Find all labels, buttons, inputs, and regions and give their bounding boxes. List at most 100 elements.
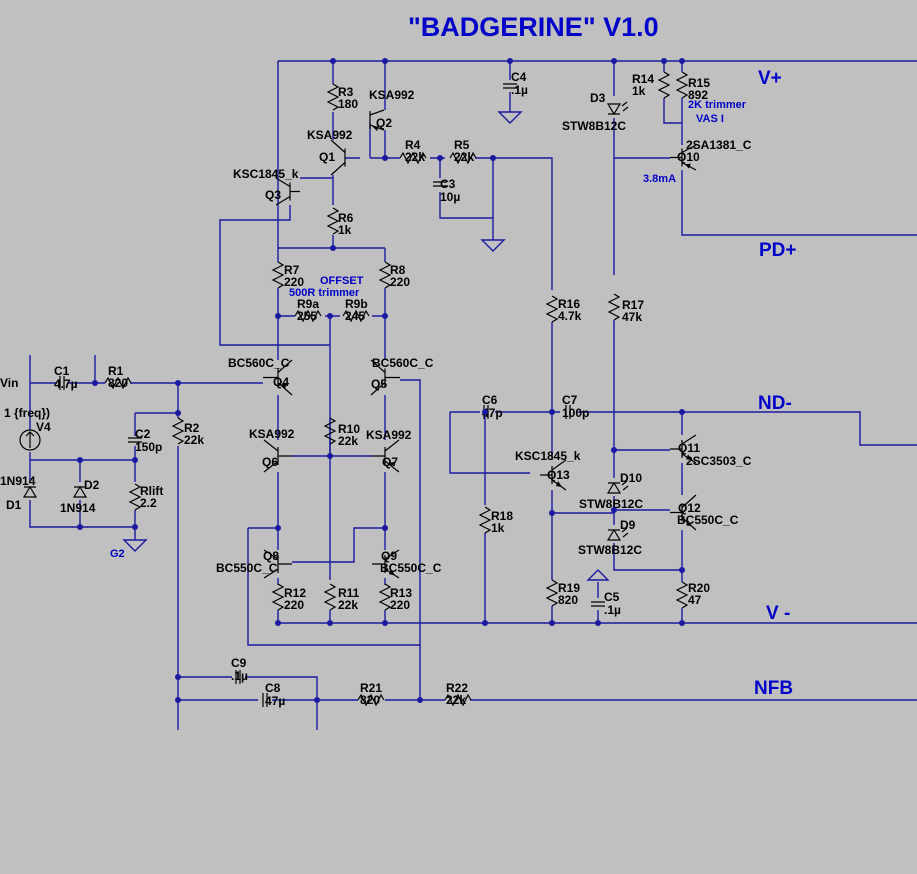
r7-value: 220 bbox=[284, 275, 304, 289]
r9a-ref: R9a bbox=[297, 297, 319, 311]
r19-value: 820 bbox=[558, 593, 578, 607]
c2-ref: C2 bbox=[135, 427, 151, 441]
r9b-value: 245 bbox=[345, 309, 365, 323]
q9-value: BC550C_C bbox=[380, 561, 442, 575]
q2-ref: Q2 bbox=[376, 116, 392, 130]
r7-ref: R7 bbox=[284, 263, 300, 277]
net-label-g2: G2 bbox=[110, 548, 125, 560]
q5-value: BC560C_C bbox=[372, 356, 434, 370]
q6-ref: Q6 bbox=[262, 455, 278, 469]
r2-value: 22k bbox=[184, 433, 204, 447]
c5-ref: C5 bbox=[604, 590, 620, 604]
r12-ref: R12 bbox=[284, 586, 306, 600]
ground-symbol-g2 bbox=[122, 539, 148, 552]
rlift-ref: Rlift bbox=[140, 484, 163, 498]
r22-ref: R22 bbox=[446, 681, 468, 695]
r12-value: 220 bbox=[284, 598, 304, 612]
c5-value: .1µ bbox=[604, 603, 621, 617]
r18-ref: R18 bbox=[491, 509, 513, 523]
c9-ref: C9 bbox=[231, 656, 247, 670]
q5-ref: Q5 bbox=[371, 377, 387, 391]
r16-value: 4.7k bbox=[558, 309, 582, 323]
note-source-value: 1 {freq}) bbox=[4, 406, 50, 420]
net-label-vplus: V+ bbox=[758, 68, 782, 89]
r9b-ref: R9b bbox=[345, 297, 368, 311]
r21-ref: R21 bbox=[360, 681, 382, 695]
note-vas-i: VAS I bbox=[696, 113, 724, 125]
q3-value: KSC1845_k bbox=[233, 167, 299, 181]
r17-value: 47k bbox=[622, 310, 642, 324]
r9a-value: 255 bbox=[297, 309, 317, 323]
c2-value: 150p bbox=[135, 440, 162, 454]
q4-value: BC560C_C bbox=[228, 356, 290, 370]
r17-ref: R17 bbox=[622, 298, 644, 312]
r6-ref: R6 bbox=[338, 211, 354, 225]
q6-value: KSA992 bbox=[249, 427, 295, 441]
components: R1820R222kR3180R422kR522kR61kR7220R8220R… bbox=[0, 70, 752, 708]
q1-value: KSA992 bbox=[307, 128, 353, 142]
junction-dots bbox=[77, 58, 685, 703]
q7-value: KSA992 bbox=[366, 428, 412, 442]
ground-symbol-c4 bbox=[497, 111, 523, 124]
d1-value: 1N914 bbox=[0, 474, 36, 488]
capacitor-c5: C5.1µ bbox=[591, 590, 621, 617]
net-label-vin: Vin bbox=[0, 376, 18, 390]
r6-value: 1k bbox=[338, 223, 352, 237]
r15-ref: R15 bbox=[688, 76, 710, 90]
r13-ref: R13 bbox=[390, 586, 412, 600]
r10-value: 22k bbox=[338, 434, 358, 448]
transistor-q7: Q7 KSA992 bbox=[366, 428, 412, 473]
c7-ref: C7 bbox=[562, 393, 578, 407]
schematic-title: "BADGERINE" V1.0 bbox=[408, 12, 659, 42]
q12-ref: Q12 bbox=[678, 501, 701, 515]
d3-value: STW8B12C bbox=[562, 119, 626, 133]
q13-ref: Q13 bbox=[547, 468, 570, 482]
r8-ref: R8 bbox=[390, 263, 406, 277]
q10-value: 2SA1381_C bbox=[686, 138, 752, 152]
q11-ref: Q11 bbox=[678, 441, 700, 455]
c1-value: 4.7µ bbox=[54, 377, 78, 391]
ground-symbol-c5 bbox=[586, 569, 610, 581]
r5-value: 22k bbox=[454, 150, 474, 164]
r11-value: 22k bbox=[338, 598, 358, 612]
c8-value: 47µ bbox=[265, 694, 285, 708]
r5-ref: R5 bbox=[454, 138, 470, 152]
net-label-ndminus: ND- bbox=[758, 393, 792, 414]
q10-ref: Q10 bbox=[677, 150, 700, 164]
q8-value: BC550C_C bbox=[216, 561, 278, 575]
r1-ref: R1 bbox=[108, 364, 124, 378]
rlift-value: 2.2 bbox=[140, 496, 157, 510]
voltage-source-v4 bbox=[19, 429, 41, 451]
capacitor-c9: C9.1µ bbox=[231, 656, 248, 684]
c1-ref: C1 bbox=[54, 364, 70, 378]
c4-value: .1µ bbox=[511, 83, 528, 97]
d9-ref: D9 bbox=[620, 518, 636, 532]
note-vas-trimmer: 2K trimmer bbox=[688, 99, 747, 111]
capacitor-c1: C14.7µ bbox=[54, 364, 78, 391]
q7-ref: Q7 bbox=[382, 455, 398, 469]
q4-ref: Q4 bbox=[273, 375, 289, 389]
r22-value: 22k bbox=[446, 693, 466, 707]
